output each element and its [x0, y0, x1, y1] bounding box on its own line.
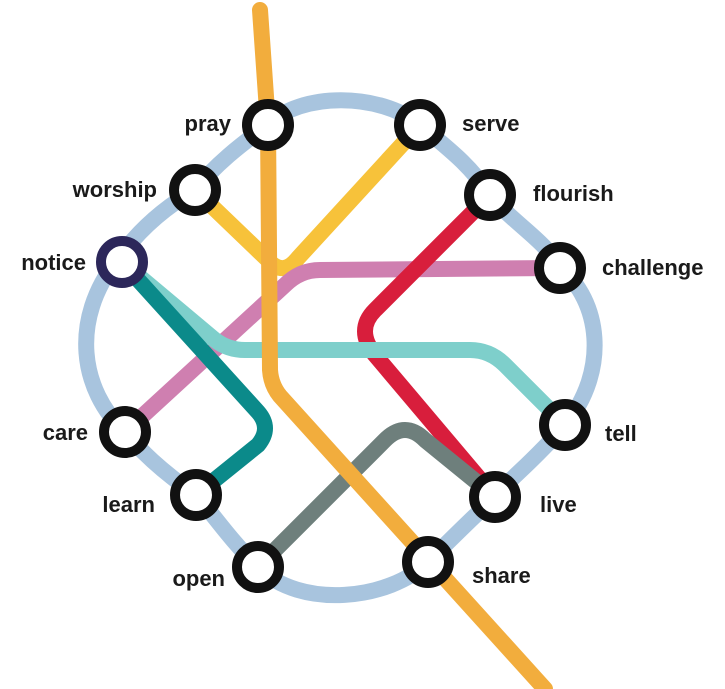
label-flourish: flourish	[533, 181, 614, 206]
orange-line	[252, 2, 553, 689]
station-flourish[interactable]	[464, 169, 516, 221]
label-challenge: challenge	[602, 255, 703, 280]
label-pray: pray	[185, 111, 232, 136]
station-challenge[interactable]	[534, 242, 586, 294]
station-care[interactable]	[99, 406, 151, 458]
pink-line	[117, 260, 568, 440]
label-open: open	[172, 566, 225, 591]
station-serve[interactable]	[394, 99, 446, 151]
station-notice[interactable]	[96, 236, 148, 288]
label-serve: serve	[462, 111, 520, 136]
station-open[interactable]	[232, 541, 284, 593]
label-live: live	[540, 492, 577, 517]
station-pray[interactable]	[242, 99, 294, 151]
dark-teal-line	[114, 254, 273, 503]
grey-line	[250, 422, 503, 575]
station-share[interactable]	[402, 536, 454, 588]
label-notice: notice	[21, 250, 86, 275]
light-teal-line	[114, 254, 573, 433]
label-tell: tell	[605, 421, 637, 446]
label-share: share	[472, 563, 531, 588]
label-worship: worship	[72, 177, 157, 202]
station-learn[interactable]	[170, 469, 222, 521]
station-worship[interactable]	[169, 164, 221, 216]
label-care: care	[43, 420, 88, 445]
station-live[interactable]	[469, 471, 521, 523]
label-learn: learn	[102, 492, 155, 517]
station-tell[interactable]	[539, 399, 591, 451]
